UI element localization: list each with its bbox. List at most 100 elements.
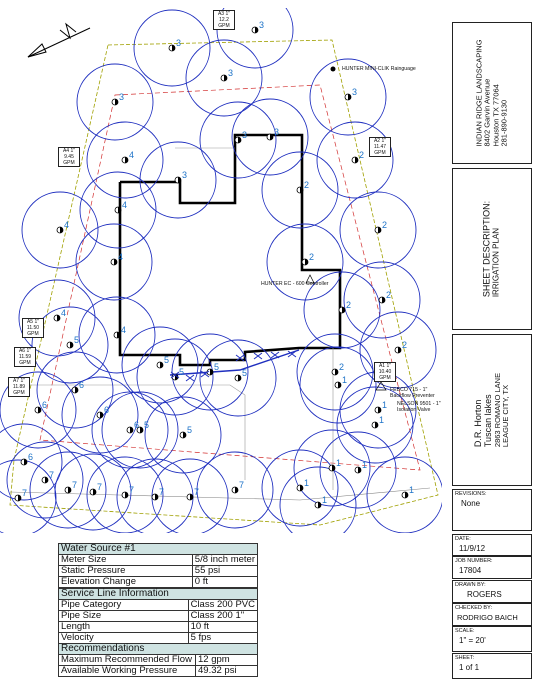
spray-arc xyxy=(279,466,357,533)
client-block: D.R. Horton Tuscan lakes 2863 ROMANO LAN… xyxy=(452,334,532,486)
sprinkler-head-fill xyxy=(117,332,120,338)
zone-tag-flow: 10.40 xyxy=(378,369,392,375)
head-zone-label: 1 xyxy=(304,478,310,488)
row-label: Pipe Category xyxy=(58,599,189,611)
head-zone-label: 7 xyxy=(159,487,165,497)
sprinkler-head-fill xyxy=(358,467,361,473)
zone-tag-flow: 12.2 xyxy=(219,17,229,23)
head-zone-label: 2 xyxy=(339,362,345,372)
head-zone-label: 2 xyxy=(359,150,365,160)
head-zone-label: 4 xyxy=(64,220,70,230)
zone-tag-id: A1 1" xyxy=(378,363,392,369)
head-zone-label: 7 xyxy=(72,480,78,490)
isolation-note-line1: NELSON 9501 - 1" xyxy=(397,401,441,407)
sprinkler-head-fill xyxy=(183,432,186,438)
controller-icon xyxy=(305,274,315,284)
rain-sensor-note: HUNTER MINI-CLIK Rainguage xyxy=(342,66,416,72)
sprinkler-head-fill xyxy=(125,157,128,163)
head-zone-label: 4 xyxy=(118,252,124,262)
spray-arc xyxy=(293,429,371,507)
sprinkler-head-fill xyxy=(238,375,241,381)
spray-arc xyxy=(309,58,387,136)
zone-tag-id: A4 1" xyxy=(62,148,76,154)
sprinkler-head-fill xyxy=(18,495,21,501)
spray-arc xyxy=(339,191,417,269)
head-zone-label: 6 xyxy=(28,452,34,462)
sprinkler-head-fill xyxy=(342,307,345,313)
head-zone-label: 3 xyxy=(182,170,188,180)
table-title: Service Line Information xyxy=(58,588,258,600)
backflow-note-line1: FEBCO 715 - 1" xyxy=(390,387,428,393)
sprinkler-head-fill xyxy=(224,75,227,81)
zone-valve-icon xyxy=(287,350,297,358)
sprinkler-heads xyxy=(14,26,409,509)
spray-arc xyxy=(76,63,154,141)
head-zone-label: 1 xyxy=(382,400,388,410)
zone-tag-id: A3 1" xyxy=(217,11,231,17)
zone-valves xyxy=(170,350,297,382)
sprinkler-head-fill xyxy=(378,407,381,413)
zone-valve-icon xyxy=(200,370,210,378)
head-zone-label: 6 xyxy=(104,405,110,415)
spray-arc xyxy=(18,279,96,357)
row-label: Length xyxy=(58,621,189,633)
head-zone-label: 1 xyxy=(379,415,385,425)
date-box: DATE: 11/9/12 xyxy=(452,534,532,556)
sheet-description-block: SHEET DESCRIPTION: IRRIGATION PLAN xyxy=(452,168,532,330)
table-header: Recommendations xyxy=(58,643,258,655)
zone-valve-icon xyxy=(253,352,263,360)
table-title: Recommendations xyxy=(58,643,258,655)
row-label: Maximum Recommended Flow xyxy=(58,654,196,666)
spray-arc xyxy=(78,296,156,374)
row-value: Class 200 PVC xyxy=(187,599,259,611)
revisions-value: None xyxy=(461,499,481,508)
head-zone-label: 4 xyxy=(61,308,67,318)
head-zone-label: 4 xyxy=(121,325,127,335)
spray-arc xyxy=(36,351,114,429)
spray-arc xyxy=(144,396,222,474)
row-value: 0 ft xyxy=(191,576,259,588)
head-zone-label: 4 xyxy=(129,150,135,160)
curb-edge xyxy=(9,487,431,501)
spray-arc xyxy=(171,333,249,411)
sprinkler-head-fill xyxy=(375,422,378,428)
head-zone-label: 6 xyxy=(134,420,140,430)
zone-valve-icon xyxy=(170,371,180,379)
spray-arc xyxy=(0,423,63,501)
sheet-label: SHEET: xyxy=(455,655,475,661)
head-zone-label: 3 xyxy=(228,68,234,78)
sprinkler-head-fill xyxy=(405,492,408,498)
row-value: 10 ft xyxy=(187,621,259,633)
spray-arc xyxy=(343,261,421,339)
zone-tag-unit: GPM xyxy=(379,375,391,381)
spray-arc xyxy=(216,8,294,69)
zone-tag-id: A2 1" xyxy=(373,138,387,144)
head-zone-label: 7 xyxy=(129,485,135,495)
date-value: 11/9/12 xyxy=(459,544,486,553)
scale-value: 1" = 20' xyxy=(459,636,486,645)
head-zone-label: 2 xyxy=(386,290,392,300)
backflow-preventer-icon xyxy=(375,381,387,391)
head-zone-label: 1 xyxy=(362,460,368,470)
drawn-by-value: ROGERS xyxy=(467,590,502,599)
sprinkler-head-fill xyxy=(318,502,321,508)
checked-by-value: RODRIGO BAICH xyxy=(457,613,518,622)
spray-arc xyxy=(79,171,157,249)
sprinkler-head-fill xyxy=(155,494,158,500)
sprinkler-head-fill xyxy=(45,477,48,483)
spray-arc xyxy=(316,121,394,199)
zone-valve-icon xyxy=(235,354,245,362)
zone-tag-id: A5 1" xyxy=(26,319,40,325)
sprinkler-head-fill xyxy=(378,227,381,233)
